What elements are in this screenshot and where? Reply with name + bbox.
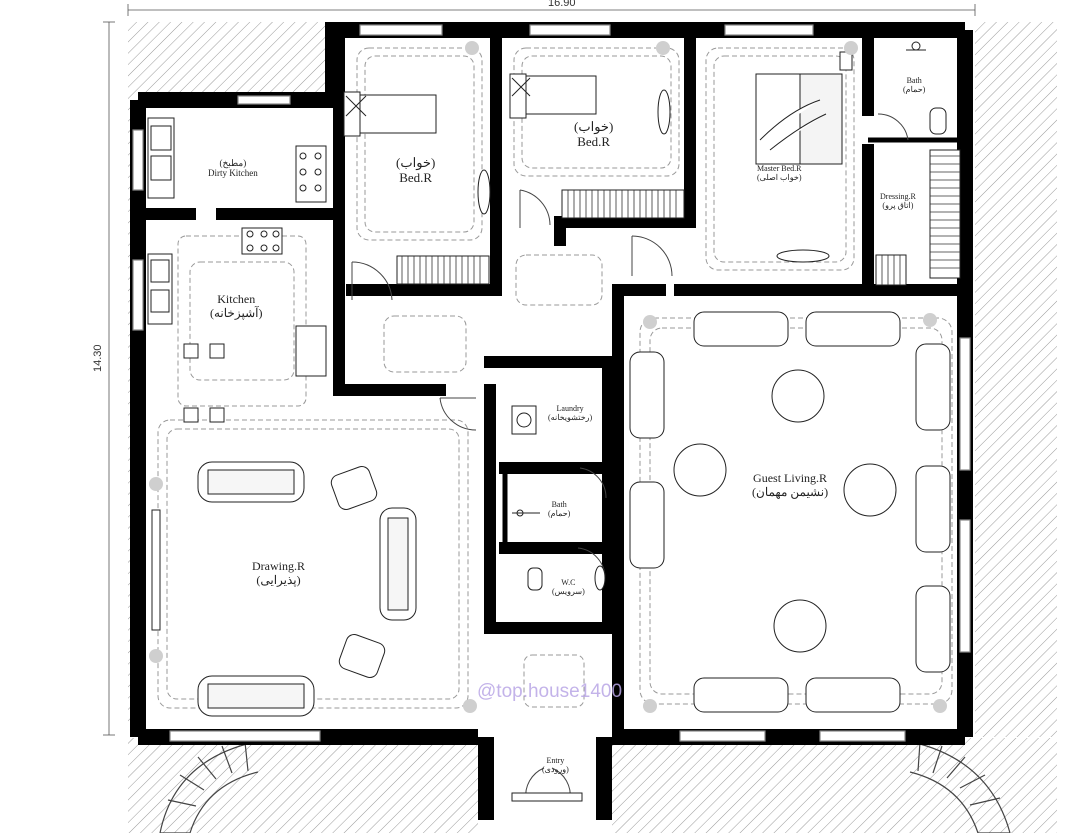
room-label-bed-2: (خواب) Bed.R [574,119,614,150]
room-name-en: Laundry [556,404,584,413]
room-name-en: Bed.R [399,169,433,185]
room-label-bed-1: (خواب) Bed.R [396,155,436,186]
room-name-fa: (خواب) [396,155,436,170]
room-label-entry: Entry (ورودی) [542,756,569,774]
room-name-en: Drawing.R [252,559,305,573]
room-name-en: Kitchen [217,292,256,306]
room-name-en: Dressing.R [880,192,916,201]
room-label-dressing: Dressing.R (اتاق پرو) [880,192,916,210]
dimension-lines [103,4,976,736]
room-name-fa: (آشپزخانه) [210,305,263,320]
room-name-fa: (مطبخ) [219,158,247,168]
room-name-fa: (اتاق پرو) [882,201,914,211]
room-name-fa: (رختشویخانه) [548,413,593,423]
room-label-master-bed: Master Bed.R (خواب اصلی) [757,164,802,182]
hatched-ground-top-left [128,22,333,100]
room-name-en: W.C [561,578,576,587]
width-dimension: 16.90 [548,0,576,9]
room-label-dirty-kitchen: (مطبخ) Dirty Kitchen [208,158,258,179]
room-label-kitchen: Kitchen (آشپزخانه) [210,292,263,321]
room-name-fa: (حمام) [548,509,571,519]
drawing-room-furniture [151,461,417,717]
bath-fixtures [511,41,947,591]
room-name-en: Entry [546,756,565,765]
room-name-fa: (حمام) [903,85,926,95]
closets [396,149,961,286]
room-name-fa: (ورودی) [542,765,569,775]
interior-walls [140,34,971,743]
height-dimension: 14.30 [92,344,104,372]
hatched-ground-right [975,22,1057,737]
room-name-fa: (نشیمن مهمان) [752,484,829,499]
room-label-bath-top: Bath (حمام) [903,76,925,94]
spiral-stair-left [159,741,259,834]
room-name-en: Bath [551,500,567,509]
spiral-stair-right [909,741,1011,834]
room-name-en: Bath [906,76,922,85]
room-name-fa: (پذیرایی) [256,572,301,587]
room-label-drawing: Drawing.R (پذیرایی) [252,559,305,588]
bed-2 [509,73,671,135]
ceiling-lights [149,41,947,713]
guest-living-furniture [629,311,951,713]
room-name-fa: (خواب اصلی) [757,173,802,183]
room-name-en: Guest Living.R [753,471,828,485]
master-bed [755,51,853,263]
room-label-bath-mid: Bath (حمام) [548,500,570,518]
watermark: @top.house1400 [477,681,623,702]
room-name-en: Dirty Kitchen [208,168,258,179]
room-label-laundry: Laundry (رختشویخانه) [548,404,592,422]
partitions [502,137,965,548]
hatched-ground-bottom-left [128,738,478,833]
room-name-en: Master Bed.R [757,164,802,173]
bed-1 [343,91,491,215]
room-label-wc: W.C (سرویس) [552,578,585,596]
room-name-fa: (خواب) [574,119,614,134]
windows [132,24,971,742]
room-name-fa: (سرویس) [552,587,585,597]
room-name-en: Bed.R [577,133,611,149]
room-label-guest-living: Guest Living.R (نشیمن مهمان) [752,471,829,500]
entry-step [511,792,583,802]
hatched-ground-bottom-right [612,738,1057,833]
kitchen-fixtures [147,117,327,423]
